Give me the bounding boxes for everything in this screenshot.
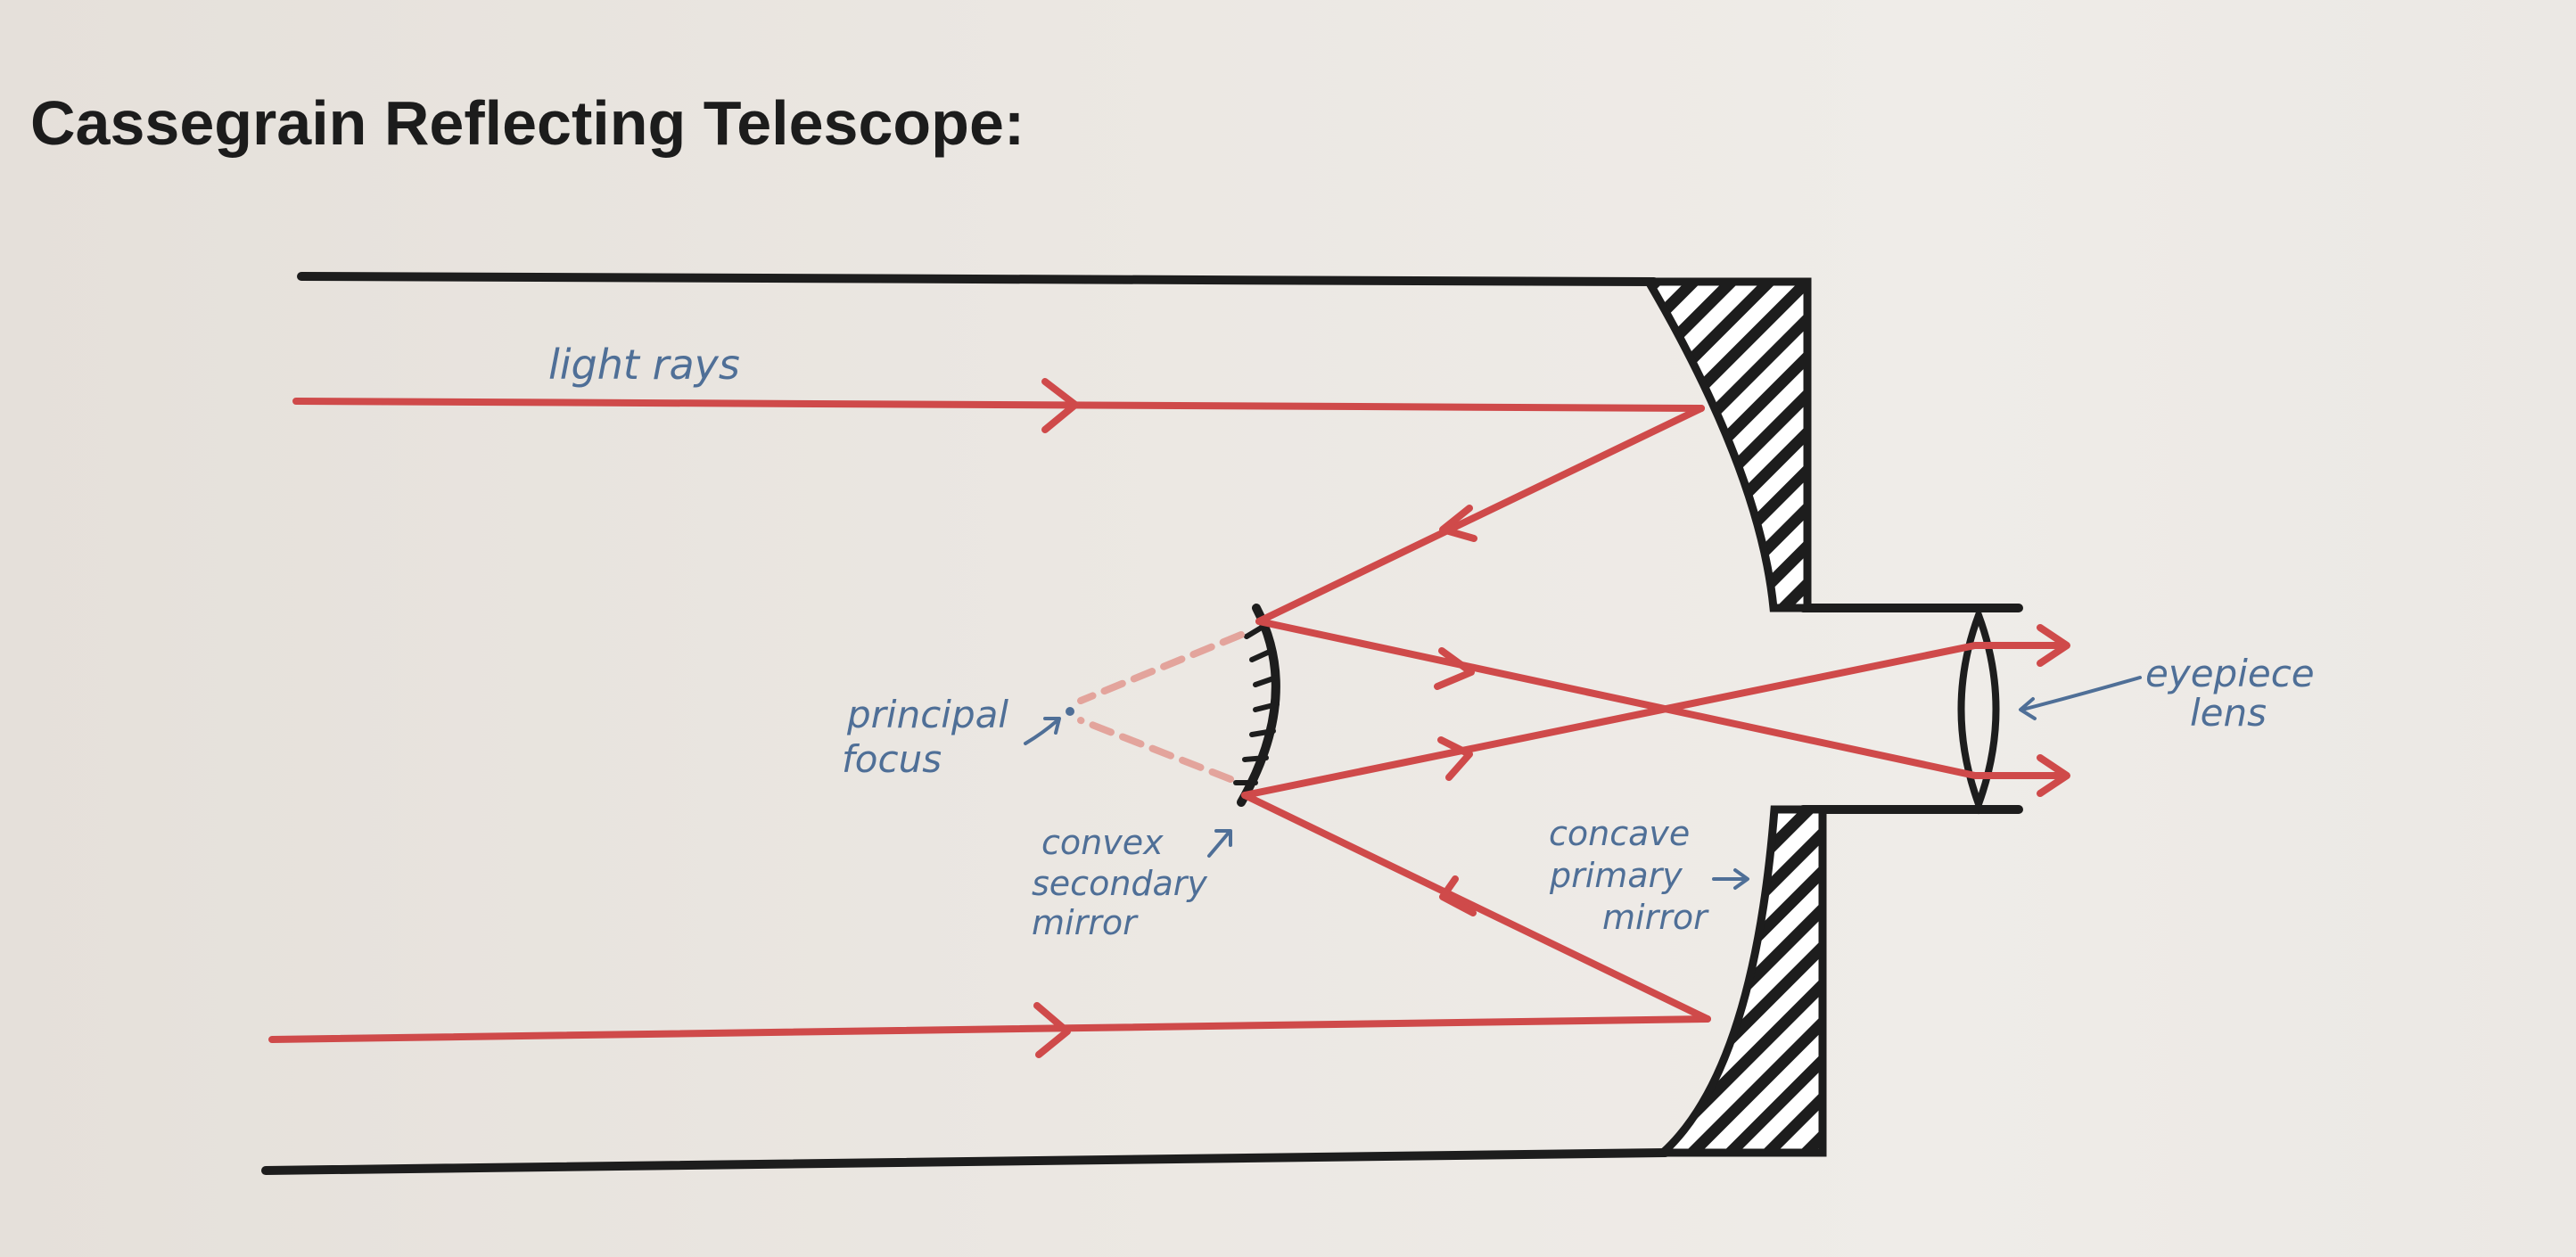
label-principal: principal <box>846 693 1008 736</box>
arrowhead-incoming-top <box>1041 378 1079 433</box>
arrowhead-exit-bottom <box>2037 754 2070 797</box>
principal-focus-point <box>1066 707 1074 716</box>
telescope-tube <box>261 272 2023 1175</box>
label-concave: concave <box>1549 814 1690 853</box>
label-primary: primary <box>1549 856 1683 895</box>
primary-mirror-upper <box>1642 277 1812 612</box>
light-ray-paths <box>268 398 2068 1043</box>
concave-pointer-arrow <box>1712 868 1749 890</box>
ray-arrowheads <box>1033 378 2070 1058</box>
arrowhead-incoming-bottom <box>1033 1002 1071 1058</box>
convex-pointer-arrow <box>1207 829 1232 858</box>
diagram-title: Cassegrain Reflecting Telescope: <box>30 88 1025 158</box>
reflected-ray-bottom <box>1241 792 1711 1023</box>
label-secondary: secondary <box>1032 864 1207 903</box>
incoming-ray-bottom <box>268 1015 1711 1043</box>
arrowhead-reflected-bottom <box>1439 875 1477 916</box>
arrowhead-exit-top <box>2037 624 2070 667</box>
reflected-ray-top <box>1255 405 1705 625</box>
label-convex: convex <box>1041 823 1164 862</box>
tube-bottom-wall <box>261 1148 1670 1175</box>
label-pointers <box>1024 676 2142 890</box>
primary-mirror-lower <box>1652 805 1827 1157</box>
eyepiece-pointer-arrow <box>2019 676 2142 720</box>
label-mirror-primary: mirror <box>1602 898 1709 937</box>
eyepiece-lens <box>1957 604 2000 815</box>
arrowhead-crossing-b <box>1437 736 1473 781</box>
label-light-rays: light rays <box>548 341 740 389</box>
virtual-ray-lower <box>1077 717 1234 783</box>
tube-top-wall <box>297 272 1658 286</box>
arrowhead-reflected-top <box>1439 505 1477 542</box>
arrowhead-crossing-a <box>1434 647 1475 690</box>
focus-pointer-arrow <box>1024 717 1061 745</box>
label-focus: focus <box>842 737 942 781</box>
ray-secondary-to-eyepiece-b <box>1241 642 2068 799</box>
label-lens: lens <box>2190 691 2267 735</box>
secondary-mirror <box>1233 604 1280 807</box>
virtual-ray-upper <box>1077 631 1245 704</box>
label-mirror-secondary: mirror <box>1032 903 1139 942</box>
incoming-ray-top <box>292 398 1705 412</box>
ray-secondary-to-eyepiece-a <box>1255 618 2068 779</box>
label-eyepiece: eyepiece <box>2145 652 2315 695</box>
